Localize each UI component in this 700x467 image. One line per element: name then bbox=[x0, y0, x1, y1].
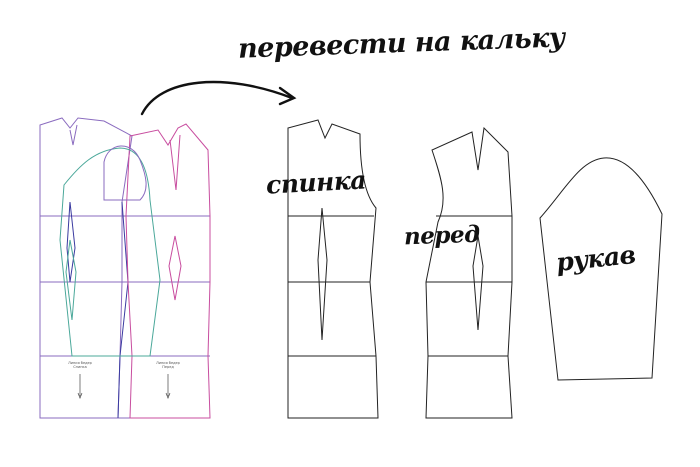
draft-front-dart bbox=[168, 235, 182, 301]
back-label: спинка bbox=[265, 165, 367, 200]
front-piece bbox=[425, 126, 513, 419]
sleeve-piece-outline bbox=[539, 157, 663, 381]
back-piece bbox=[287, 119, 379, 419]
draft-back-dart bbox=[66, 201, 76, 283]
draft-sleeve-dart bbox=[65, 239, 77, 321]
front-piece-dart bbox=[472, 235, 484, 331]
draft-front-dart-top bbox=[169, 134, 181, 191]
front-piece-outline bbox=[425, 126, 513, 419]
transfer-arrow bbox=[140, 80, 297, 116]
draft-back-dart-top bbox=[69, 124, 78, 146]
front-label: перед bbox=[403, 220, 481, 251]
back-piece-outline bbox=[287, 119, 379, 419]
draft-center-line bbox=[117, 201, 129, 419]
sleeve-piece bbox=[539, 157, 663, 381]
back-piece-dart bbox=[317, 207, 328, 341]
draft-front-outline bbox=[125, 123, 211, 419]
draft-sleeve-cap bbox=[103, 145, 147, 201]
draft-sleeve-outline bbox=[59, 147, 161, 357]
draft-back-outline bbox=[39, 117, 133, 419]
